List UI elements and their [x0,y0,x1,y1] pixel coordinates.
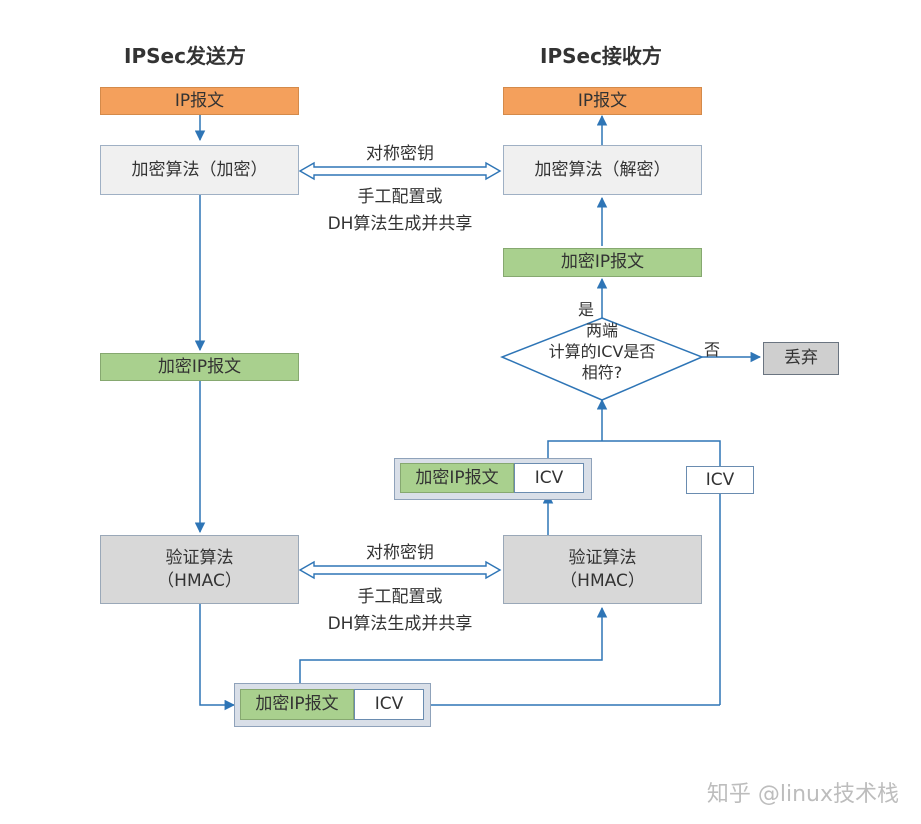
received-icv: ICV [686,466,754,494]
watermark: 知乎 @linux技术栈 [706,782,899,807]
discard-box: 丢弃 [763,342,839,375]
decision-line2: 计算的ICV是否 [548,342,656,361]
receiver-title: IPSec接收方 [540,44,662,68]
receiver-ip-packet: IP报文 [503,87,702,115]
sender-auth-algorithm: 验证算法 （HMAC） [100,535,299,604]
decision-diamond [500,317,704,401]
sender-encrypted-packet: 加密IP报文 [100,353,299,381]
key-bottom-label3: DH算法生成并共享 [327,614,473,634]
key-bottom-label2: 手工配置或 [357,587,443,607]
key-bottom-label1: 对称密钥 [366,543,434,563]
sender-auth-line2: （HMAC） [157,570,242,591]
decision-text: 两端 计算的ICV是否 相符? [502,320,702,383]
computed-icv: ICV [514,463,584,493]
key-top-label2: 手工配置或 [357,187,443,207]
sender-title: IPSec发送方 [124,44,246,68]
yes-label: 是 [578,300,595,319]
receiver-auth-line2: （HMAC） [560,570,645,591]
sender-auth-line1: 验证算法 [165,547,234,568]
decision-line1: 两端 [585,321,618,340]
receiver-encrypted-packet: 加密IP报文 [503,248,702,277]
decision-line3: 相符? [581,363,623,382]
computed-encrypted-packet: 加密IP报文 [400,463,514,493]
no-label: 否 [704,340,721,359]
receiver-decrypt-algorithm: 加密算法（解密） [503,145,702,195]
sender-ip-packet: IP报文 [100,87,299,115]
key-top-label1: 对称密钥 [366,144,434,164]
sender-encrypt-algorithm: 加密算法（加密） [100,145,299,195]
bottom-encrypted-packet: 加密IP报文 [240,689,354,720]
receiver-auth-line1: 验证算法 [568,547,637,568]
key-top-label3: DH算法生成并共享 [327,214,473,234]
receiver-auth-algorithm: 验证算法 （HMAC） [503,535,702,604]
bottom-icv: ICV [354,689,424,720]
